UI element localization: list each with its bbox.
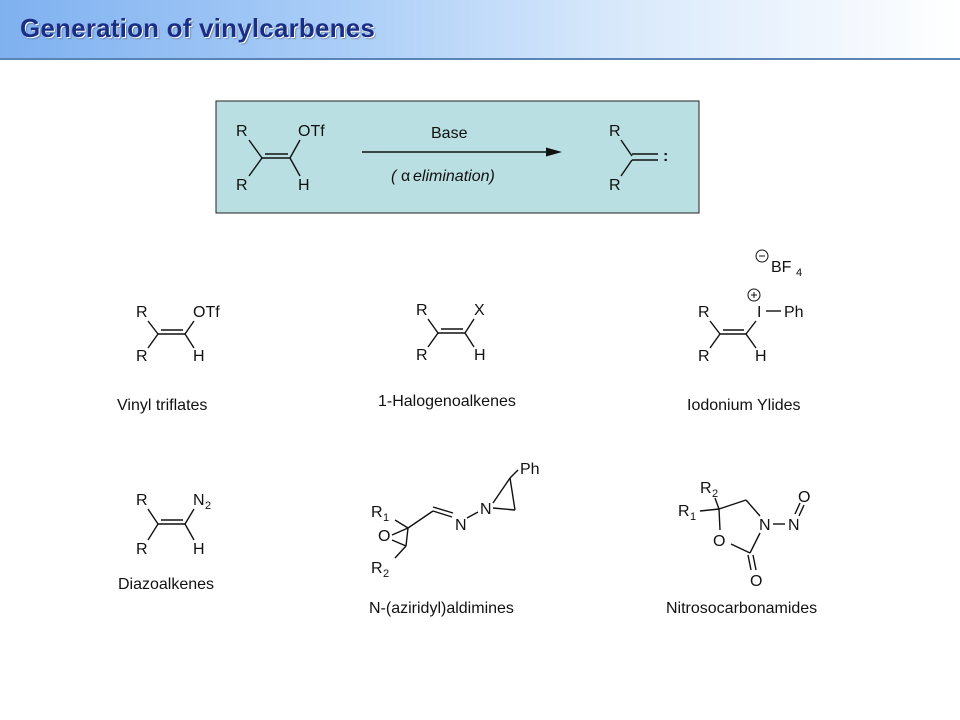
svg-text:1: 1: [690, 511, 696, 523]
svg-text:2: 2: [205, 500, 211, 512]
svg-text:R: R: [136, 492, 148, 509]
structure-iodonium-ylide: BF 4 R I Ph R H: [698, 249, 804, 365]
condition-open: (: [391, 168, 398, 185]
svg-text:H: H: [193, 348, 205, 365]
label-halogenoalkenes: 1-Halogenoalkenes: [378, 393, 516, 410]
svg-text:N: N: [759, 517, 771, 534]
positive-charge-icon: [747, 288, 761, 302]
svg-text:R: R: [136, 304, 148, 321]
label-diazoalkenes: Diazoalkenes: [118, 576, 215, 593]
structure-nitrosocarbonamide: R 2 R 1 O N O N O: [678, 480, 810, 590]
label-aziridyl-aldimines: N-(aziridyl)aldimines: [369, 600, 514, 617]
condition-label: elimination): [413, 168, 495, 185]
svg-text:R: R: [700, 480, 712, 497]
structure-halogenoalkene: R X R H: [416, 302, 486, 364]
svg-text:R: R: [371, 504, 383, 521]
atom-r: R: [236, 123, 248, 140]
svg-text:N: N: [788, 517, 800, 534]
svg-text:4: 4: [796, 267, 802, 279]
svg-text:R: R: [416, 347, 428, 364]
svg-text:O: O: [750, 573, 762, 590]
svg-text:Ph: Ph: [784, 304, 804, 321]
svg-text:H: H: [755, 348, 767, 365]
label-nitrosocarbonamides: Nitrosocarbonamides: [666, 600, 818, 617]
reaction-arrow: Base ( α elimination): [362, 125, 562, 185]
svg-text:R: R: [136, 348, 148, 365]
carbene-dots: :: [663, 148, 668, 165]
svg-text:BF: BF: [771, 259, 792, 276]
svg-text:1: 1: [383, 512, 389, 524]
svg-text:OTf: OTf: [193, 304, 220, 321]
svg-text:H: H: [193, 541, 205, 558]
atom-otf: OTf: [298, 123, 325, 140]
atom-r: R: [609, 177, 621, 194]
svg-text:N: N: [193, 492, 205, 509]
atom-h: H: [298, 177, 310, 194]
svg-text:Ph: Ph: [520, 461, 540, 478]
alpha-symbol: α: [401, 168, 410, 185]
svg-text:R: R: [678, 503, 690, 520]
title-bar: Generation of vinylcarbenes: [0, 0, 960, 60]
svg-text:R: R: [136, 541, 148, 558]
structure-diazoalkene: R N 2 R H: [136, 492, 211, 558]
svg-text:I: I: [757, 304, 761, 321]
reactant-vinyl-triflate: R OTf R H: [236, 123, 325, 194]
svg-text:R: R: [371, 560, 383, 577]
structure-aziridyl-aldimine: R 1 O R 2 N N Ph: [371, 461, 540, 580]
svg-text:X: X: [474, 302, 485, 319]
svg-text:2: 2: [712, 488, 718, 500]
product-vinylcarbene: R R :: [609, 123, 668, 194]
svg-text:2: 2: [383, 568, 389, 580]
reaction-box: [215, 100, 700, 214]
svg-text:R: R: [698, 348, 710, 365]
svg-text:R: R: [416, 302, 428, 319]
svg-text:O: O: [713, 533, 725, 550]
slide-title: Generation of vinylcarbenes: [20, 13, 376, 43]
svg-text:O: O: [798, 489, 810, 506]
svg-text:O: O: [378, 528, 390, 545]
svg-text:N: N: [480, 501, 492, 518]
svg-text:H: H: [474, 347, 486, 364]
structure-vinyl-triflate: R OTf R H: [136, 304, 220, 365]
label-vinyl-triflates: Vinyl triflates: [117, 397, 208, 414]
atom-r: R: [236, 177, 248, 194]
atom-r: R: [609, 123, 621, 140]
negative-charge-icon: [755, 249, 769, 263]
svg-text:R: R: [698, 304, 710, 321]
label-iodonium-ylides: Iodonium Ylides: [687, 397, 801, 414]
svg-text:N: N: [455, 517, 467, 534]
reagent-label: Base: [431, 125, 468, 142]
